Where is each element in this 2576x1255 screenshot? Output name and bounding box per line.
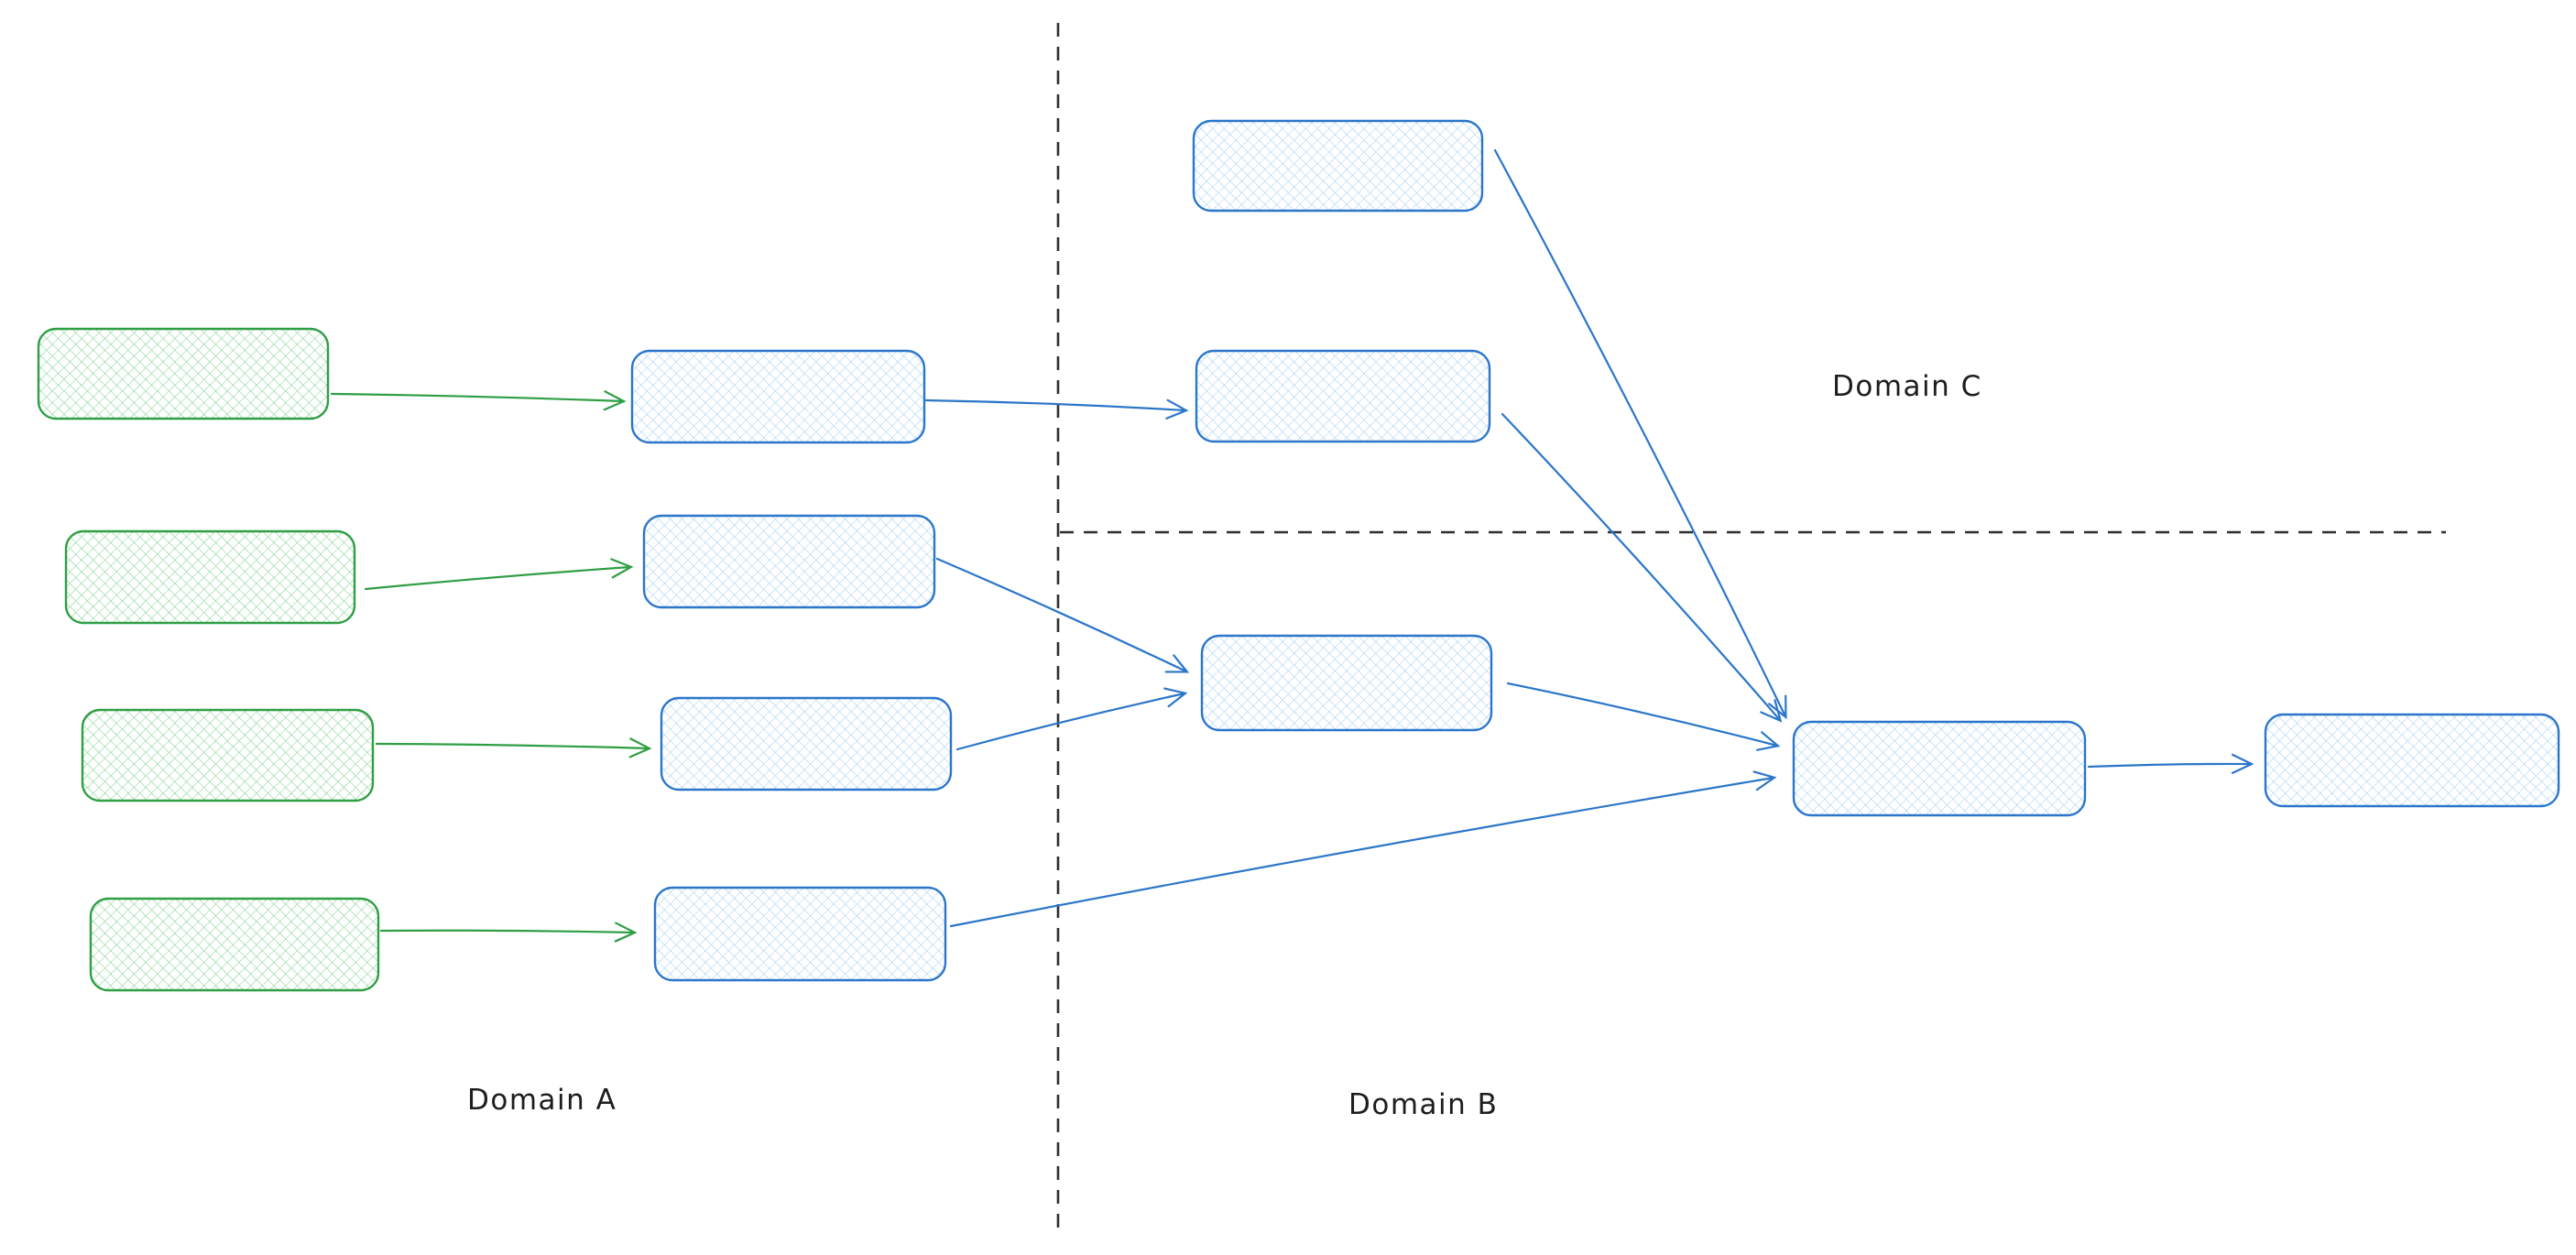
node-domain-a-box-3 (81, 708, 375, 802)
node-mid-box-2 (642, 514, 936, 609)
node-mid-box-3 (660, 696, 953, 791)
diagram-edges (330, 148, 2254, 943)
edge-mid1-to-c2 (924, 398, 1189, 420)
node-domain-a-box-2 (64, 529, 356, 625)
node-domain-c-box-2 (1195, 349, 1491, 443)
edge-a3-to-mid3 (375, 737, 652, 758)
edge-mid2-to-b1 (935, 557, 1190, 673)
edge-a2-to-mid2 (364, 558, 634, 591)
edge-mid4-to-merge (949, 770, 1777, 928)
node-domain-b-box-1 (1200, 634, 1493, 732)
edge-mid3-to-b1 (955, 687, 1188, 751)
node-domain-a-box-1 (37, 327, 330, 420)
edge-c2-to-merge (1501, 412, 1783, 723)
node-domain-a-box-4 (89, 897, 380, 992)
node-domain-c-box-1 (1192, 119, 1484, 213)
node-final-box (2264, 713, 2560, 808)
edge-a4-to-mid4 (379, 922, 638, 943)
node-mid-box-1 (630, 349, 926, 444)
node-merge-box (1792, 720, 2087, 817)
edge-b1-to-merge (1506, 682, 1781, 751)
edge-c1-to-merge (1493, 148, 1787, 720)
edge-a1-to-mid1 (330, 390, 627, 411)
edge-merge-to-final (2087, 753, 2254, 774)
domain-c-label: Domain C (1832, 370, 1982, 403)
domain-dividers (1056, 23, 2446, 1235)
domain-b-label: Domain B (1348, 1088, 1498, 1121)
domain-a-label: Domain A (467, 1084, 617, 1117)
node-mid-box-4 (653, 886, 947, 982)
diagram-nodes (37, 119, 2560, 992)
domain-labels: Domain A Domain B Domain C (467, 370, 1982, 1121)
